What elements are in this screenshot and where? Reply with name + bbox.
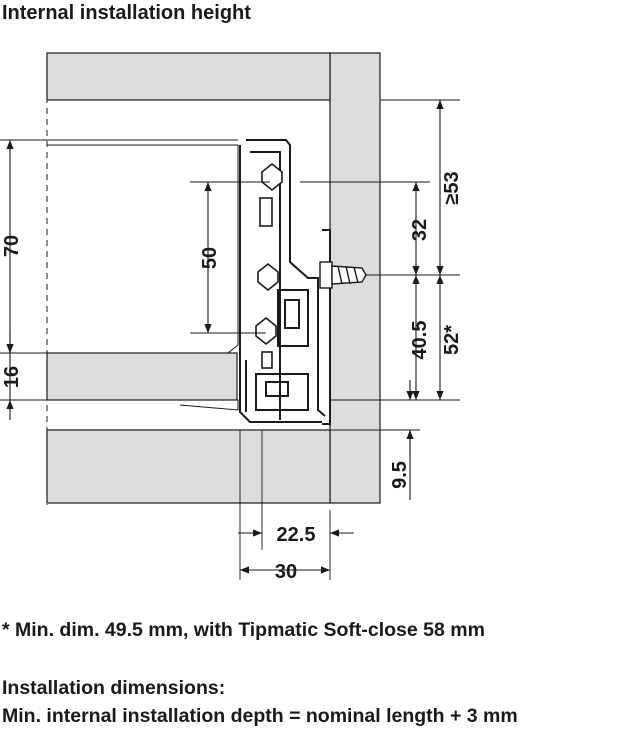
lower-panel (46, 429, 331, 504)
dim-40-5: 40.5 (409, 321, 431, 360)
drawer-box-outline (47, 144, 239, 354)
dim-9-5: 9.5 (389, 461, 411, 489)
dim-30: 30 (275, 561, 297, 583)
dim-22-5: 22.5 (277, 524, 316, 546)
screw-icon (319, 261, 367, 289)
installation-heading: Installation dimensions: (2, 677, 226, 699)
dim-50: 50 (199, 247, 221, 269)
extension-lines (0, 99, 460, 580)
dimension-arrows (6, 100, 444, 574)
dim-32: 32 (409, 219, 431, 241)
upper-panel (46, 52, 331, 101)
dim-16: 16 (1, 366, 23, 388)
installation-diagram: 70 16 50 ≥53 32 40.5 52* 9.5 22.5 30 (0, 52, 463, 583)
dim-min-53: ≥53 (441, 171, 463, 204)
installation-depth: Min. internal installation depth = nomin… (2, 705, 518, 727)
drawer-bottom-lip (179, 399, 239, 411)
dim-52: 52* (441, 325, 463, 355)
dim-70: 70 (1, 235, 23, 257)
footnote: * Min. dim. 49.5 mm, with Tipmatic Soft-… (2, 619, 485, 641)
drawer-side (46, 352, 238, 401)
diagram-title: Internal installation height (2, 2, 251, 24)
runner-profile (239, 139, 331, 425)
